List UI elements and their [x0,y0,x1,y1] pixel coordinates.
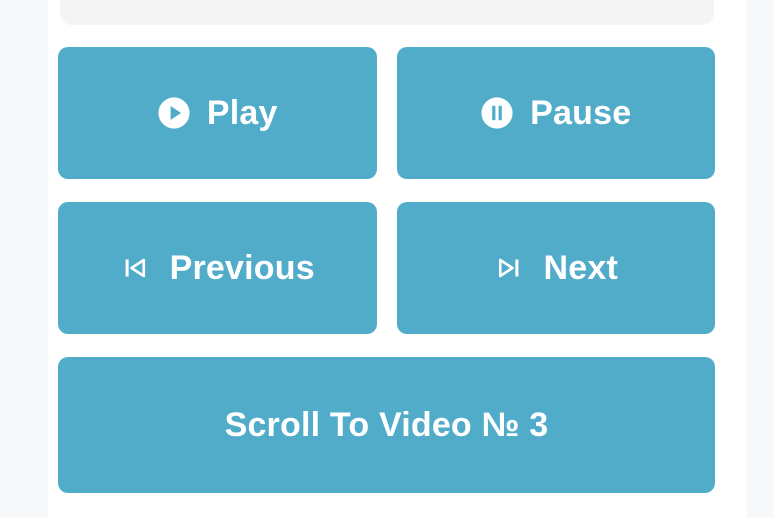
previous-button[interactable]: Previous [58,202,377,334]
pause-circle-icon [480,96,514,130]
next-button-label: Next [543,249,618,287]
scroll-to-video-button-label: Scroll To Video № 3 [224,406,549,444]
control-row-playback: Play Pause [58,47,715,179]
control-row-track: Previous Next [58,202,715,334]
skip-previous-icon [120,253,150,283]
control-row-scroll: Scroll To Video № 3 [58,357,715,493]
media-controls: Play Pause [58,47,715,493]
play-circle-icon [157,96,191,130]
top-panel-partial [60,0,714,25]
pause-button-label: Pause [530,94,632,132]
play-button[interactable]: Play [58,47,377,179]
page-card: Play Pause [48,0,747,518]
skip-next-icon [494,253,524,283]
pause-button[interactable]: Pause [396,47,715,179]
play-button-label: Play [206,94,278,132]
scroll-to-video-button[interactable]: Scroll To Video № 3 [58,357,715,493]
previous-button-label: Previous [169,249,315,287]
next-button[interactable]: Next [396,202,715,334]
